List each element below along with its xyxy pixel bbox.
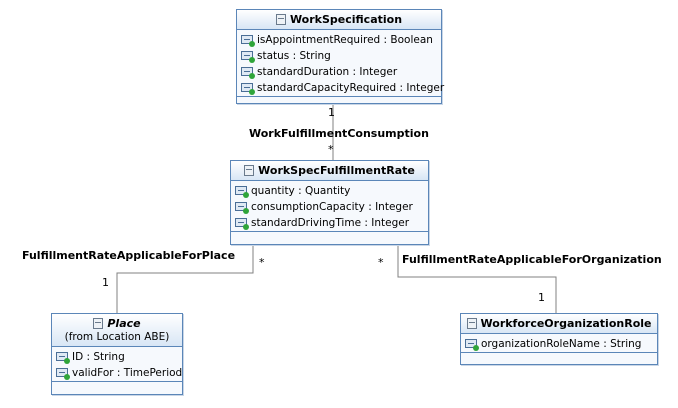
attribute-icon bbox=[56, 368, 70, 380]
attribute-text: standardCapacityRequired : Integer bbox=[257, 82, 445, 94]
organization-target-multiplicity: 1 bbox=[538, 291, 545, 304]
consumption-association-name[interactable]: WorkFulfillmentConsumption bbox=[249, 127, 429, 140]
attribute-text: standardDrivingTime : Integer bbox=[251, 217, 410, 229]
operation-compartment bbox=[52, 382, 182, 392]
consumption-source-multiplicity: 1 bbox=[328, 106, 335, 119]
attribute-text: organizationRoleName : String bbox=[481, 338, 642, 350]
class-header: Place (from Location ABE) bbox=[52, 314, 182, 347]
class-place[interactable]: Place (from Location ABE) ID : String va… bbox=[51, 313, 183, 395]
class-icon bbox=[93, 318, 104, 329]
class-header: WorkSpecFulfillmentRate bbox=[231, 161, 428, 181]
attribute-icon bbox=[241, 83, 255, 95]
attribute-icon bbox=[241, 67, 255, 79]
class-work-specification[interactable]: WorkSpecification isAppointmentRequired … bbox=[236, 9, 445, 107]
attribute-text: quantity : Quantity bbox=[251, 185, 351, 197]
attribute-icon bbox=[465, 339, 479, 351]
operation-compartment bbox=[237, 97, 441, 107]
consumption-target-multiplicity: * bbox=[328, 143, 334, 156]
attribute-row[interactable]: isAppointmentRequired : Boolean bbox=[241, 32, 441, 48]
attribute-row[interactable]: validFor : TimePeriod bbox=[56, 365, 182, 381]
class-name: WorkSpecification bbox=[289, 13, 403, 26]
attribute-text: standardDuration : Integer bbox=[257, 66, 398, 78]
place-association-name[interactable]: FulfillmentRateApplicableForPlace bbox=[22, 249, 236, 262]
class-icon bbox=[466, 318, 477, 329]
attribute-icon bbox=[235, 186, 249, 198]
attribute-text: consumptionCapacity : Integer bbox=[251, 201, 413, 213]
attribute-icon bbox=[235, 202, 249, 214]
attribute-row[interactable]: status : String bbox=[241, 48, 441, 64]
attribute-row[interactable]: quantity : Quantity bbox=[235, 183, 428, 199]
class-icon bbox=[275, 14, 286, 25]
place-source-multiplicity: * bbox=[259, 256, 265, 269]
attribute-compartment: organizationRoleName : String bbox=[461, 334, 657, 353]
class-name: WorkSpecFulfillmentRate bbox=[258, 164, 415, 177]
organization-association-name[interactable]: FulfillmentRateApplicableForOrganization bbox=[402, 253, 662, 266]
class-package-note: (from Location ABE) bbox=[64, 331, 170, 343]
class-icon bbox=[244, 165, 255, 176]
attribute-icon bbox=[235, 218, 249, 230]
class-name: WorkforceOrganizationRole bbox=[480, 317, 652, 330]
attribute-text: validFor : TimePeriod bbox=[72, 367, 183, 379]
attribute-row[interactable]: organizationRoleName : String bbox=[465, 336, 657, 352]
attribute-row[interactable]: standardDrivingTime : Integer bbox=[235, 215, 428, 231]
class-header: WorkSpecification bbox=[237, 10, 441, 30]
attribute-icon bbox=[241, 35, 255, 47]
attribute-compartment: isAppointmentRequired : Boolean status :… bbox=[237, 30, 445, 97]
attribute-icon bbox=[56, 352, 70, 364]
class-name: Place bbox=[107, 317, 141, 330]
class-header: WorkforceOrganizationRole bbox=[461, 314, 657, 334]
operation-compartment bbox=[461, 353, 657, 363]
attribute-icon bbox=[241, 51, 255, 63]
place-target-multiplicity: 1 bbox=[102, 276, 109, 289]
operation-compartment bbox=[231, 232, 428, 242]
attribute-row[interactable]: consumptionCapacity : Integer bbox=[235, 199, 428, 215]
class-workforce-organization-role[interactable]: WorkforceOrganizationRole organizationRo… bbox=[460, 313, 658, 365]
attribute-row[interactable]: ID : String bbox=[56, 349, 182, 365]
organization-association-line[interactable] bbox=[397, 244, 557, 313]
attribute-compartment: ID : String validFor : TimePeriod bbox=[52, 347, 182, 382]
class-work-spec-fulfillment-rate[interactable]: WorkSpecFulfillmentRate quantity : Quant… bbox=[230, 160, 429, 245]
attribute-text: status : String bbox=[257, 50, 331, 62]
attribute-row[interactable]: standardDuration : Integer bbox=[241, 64, 441, 80]
place-association-line[interactable] bbox=[116, 244, 254, 313]
attribute-compartment: quantity : Quantity consumptionCapacity … bbox=[231, 181, 428, 232]
attribute-text: isAppointmentRequired : Boolean bbox=[257, 34, 433, 46]
organization-source-multiplicity: * bbox=[378, 256, 384, 269]
attribute-row[interactable]: standardCapacityRequired : Integer bbox=[241, 80, 445, 96]
attribute-text: ID : String bbox=[72, 351, 125, 363]
